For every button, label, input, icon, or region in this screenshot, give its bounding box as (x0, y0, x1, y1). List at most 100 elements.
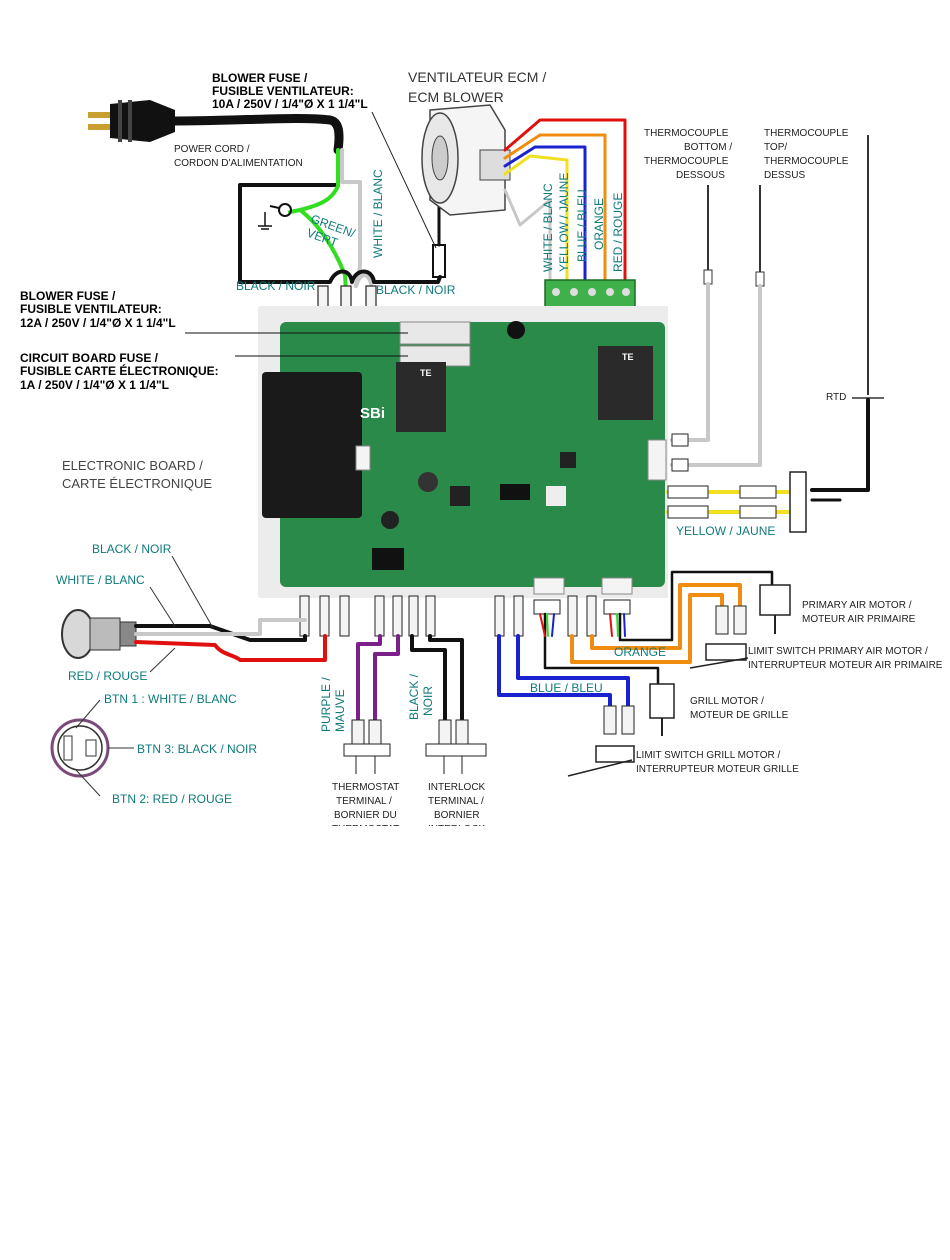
wire-white-main (340, 148, 374, 292)
ecm-wire-white-label: WHITE / BLANC (541, 183, 555, 272)
tc-bottom-label-1: THERMOCOUPLE (644, 128, 729, 139)
primary-multiwire-green (616, 613, 619, 637)
board-fuse-label-1: CIRCUIT BOARD FUSE / (20, 351, 159, 365)
grill-wire-blue-2 (516, 634, 630, 708)
ecm-wire-red (503, 118, 627, 287)
thermocouple-top (670, 185, 765, 467)
primary-wire-orange-1 (570, 593, 724, 664)
interlock-label-2: TERMINAL / (428, 796, 484, 807)
ecm-wire-red-label: RED / ROUGE (611, 193, 625, 272)
interlock-wire-black-1 (410, 634, 447, 722)
board-fuse-label-3: 1A / 250V / 1/4"Ø X 1 1/4"L (20, 378, 169, 392)
tc-top-label-2: TOP/ (764, 142, 787, 153)
thermostat-wire-purple-2 (373, 634, 400, 722)
power-cord-label-1: POWER CORD / (174, 144, 250, 155)
blue-bleu-label: BLUE / BLEU (530, 681, 603, 695)
btn-wire-red (134, 634, 327, 662)
blower-fuse-mid-label-3: 12A / 250V / 1/4"Ø X 1 1/4"L (20, 316, 176, 330)
ecm-blower-label-1: VENTILATEUR ECM / (408, 69, 546, 85)
black-vertical-label-2: NOIR (421, 686, 435, 716)
primary-air-label-1: PRIMARY AIR MOTOR / (802, 600, 912, 611)
primary-multiwire-blue (623, 613, 626, 637)
blower-fuse-mid-label-2: FUSIBLE VENTILATEUR: (20, 302, 162, 316)
ground-icon (258, 203, 292, 230)
electronic-board-label-1: ELECTRONIC BOARD / (62, 458, 203, 473)
blower-fuse-top (432, 244, 446, 278)
ecm-blower (421, 104, 511, 216)
black-noir-label-left: BLACK / NOIR (236, 279, 316, 293)
limit-primary-label-1: LIMIT SWITCH PRIMARY AIR MOTOR / (748, 646, 928, 657)
limit-switch-primary (689, 605, 749, 669)
purple-label-1: PURPLE / (319, 677, 333, 732)
blower-fuse-top-label-3: 10A / 250V / 1/4"Ø X 1 1/4"L (212, 97, 368, 111)
btn-black-noir-label: BLACK / NOIR (92, 542, 172, 556)
primary-air-label-2: MOTEUR AIR PRIMAIRE (802, 614, 916, 625)
ecm-wire-orange-label: ORANGE (592, 198, 606, 250)
btn1-label: BTN 1 : WHITE / BLANC (104, 692, 237, 706)
tc-bottom-label-3: THERMOCOUPLE (644, 156, 729, 167)
push-button (61, 609, 137, 659)
ecm-wire-yellow-label: YELLOW / JAUNE (557, 173, 571, 272)
grill-wire-blue-1 (497, 634, 612, 708)
purple-label-2: MAUVE (333, 689, 347, 732)
ecm-wire-blue (503, 145, 587, 287)
tc-top-label-3: THERMOCOUPLE (764, 156, 849, 167)
grill-motor-multiwire-red (539, 613, 546, 637)
relay-brand-label-1: TE (420, 368, 432, 378)
interlock-wire-black-2 (428, 634, 464, 722)
rtd-probe (810, 135, 884, 502)
limit-primary-label-2: INTERRUPTEUR MOTEUR AIR PRIMAIRE (748, 660, 943, 671)
wire-black-line (238, 269, 442, 284)
grill-motor-label-1: GRILL MOTOR / (690, 696, 764, 707)
primary-air-motor (759, 584, 791, 634)
white-blanc-vertical-label: WHITE / BLANC (371, 169, 385, 258)
bottom-connectors (299, 595, 631, 637)
rtd-label: RTD (826, 392, 846, 403)
ecm-wire-blue-label: BLUE / BLEU (575, 189, 589, 262)
interlock-label-3: BORNIER (434, 810, 480, 821)
board-fuse-label-2: FUSIBLE CARTE ÉLECTRONIQUE: (20, 363, 219, 378)
board-brand-label: SBi (360, 405, 385, 422)
ecm-wire-white (503, 188, 552, 287)
grill-motor-wire-black (543, 612, 660, 686)
grill-motor (649, 683, 675, 736)
ecm-blower-label-2: ECM BLOWER (408, 89, 504, 105)
grill-motor-multiwire-green (546, 613, 549, 637)
interlock-terminal (425, 719, 487, 774)
thermostat-label-2: TERMINAL / (336, 796, 392, 807)
thermostat-label-3: BORNIER DU (334, 810, 397, 821)
page-blank-area (0, 826, 950, 1260)
ecm-wire-orange (503, 133, 607, 287)
btn-red-rouge-label: RED / ROUGE (68, 669, 147, 683)
relay-brand-label-2: TE (622, 352, 634, 362)
limit-grill-label-2: INTERRUPTEUR MOTEUR GRILLE (636, 764, 799, 775)
btn3-label: BTN 3: BLACK / NOIR (137, 742, 257, 756)
blower-fuse-mid-label-1: BLOWER FUSE / (20, 289, 116, 303)
electronic-board (258, 306, 668, 598)
btn-wire-white (134, 618, 307, 636)
tc-top-label-1: THERMOCOUPLE (764, 128, 849, 139)
ecm-wire-yellow (503, 154, 569, 287)
power-cord (170, 113, 344, 155)
power-plug (88, 100, 175, 142)
power-cord-label-2: CORDON D'ALIMENTATION (174, 158, 303, 169)
limit-switch-grill (567, 705, 635, 777)
tc-bottom-label-4: DESSOUS (676, 170, 725, 181)
primary-multiwire-red (609, 613, 613, 637)
tc-bottom-label-2: BOTTOM / (684, 142, 732, 153)
limit-grill-label-1: LIMIT SWITCH GRILL MOTOR / (636, 750, 780, 761)
tc-top-label-4: DESSUS (764, 170, 805, 181)
grill-motor-label-2: MOTEUR DE GRILLE (690, 710, 789, 721)
blower-fuse-top-label-1: BLOWER FUSE / (212, 71, 308, 85)
blower-fuse-top-label-2: FUSIBLE VENTILATEUR: (212, 84, 354, 98)
thermostat-terminal (343, 719, 391, 774)
orange-label: ORANGE (614, 645, 666, 659)
yellow-jaune-label: YELLOW / JAUNE (676, 524, 775, 538)
interlock-label-1: INTERLOCK (428, 782, 486, 793)
black-noir-label-right: BLACK / NOIR (376, 283, 456, 297)
electronic-board-label-2: CARTE ÉLECTRONIQUE (62, 476, 212, 491)
btn2-label: BTN 2: RED / ROUGE (112, 792, 232, 806)
btn-white-blanc-label: WHITE / BLANC (56, 573, 145, 587)
thermocouple-bottom (670, 185, 713, 442)
